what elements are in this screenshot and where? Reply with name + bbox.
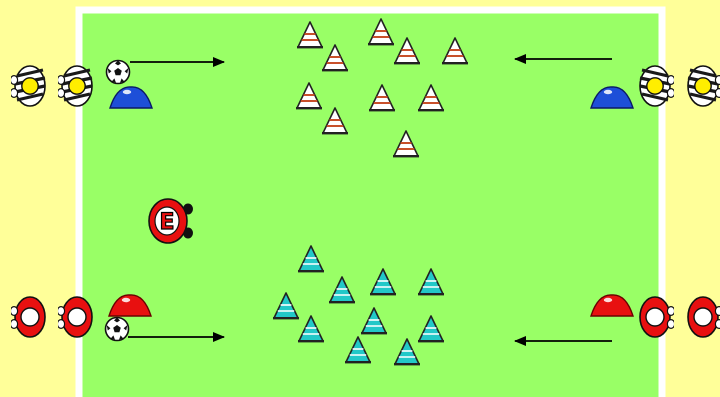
coach-label: E xyxy=(159,210,174,235)
player-striped-icon xyxy=(11,64,47,108)
player-red-icon xyxy=(639,296,674,338)
player-striped-icon xyxy=(686,64,720,108)
player-red-left-1 xyxy=(11,296,46,338)
coach-head-icon xyxy=(154,206,180,236)
player-striped-icon xyxy=(58,64,94,108)
player-red-left-2 xyxy=(58,296,93,338)
player-striped-left-1 xyxy=(11,64,47,108)
soccer-ball-icon xyxy=(105,59,131,85)
player-red-icon xyxy=(687,296,720,338)
soccer-ball-icon xyxy=(104,316,130,342)
player-striped-right-2 xyxy=(686,64,720,108)
player-red-right-1 xyxy=(639,296,674,338)
coach: E xyxy=(148,198,193,244)
player-red-right-2 xyxy=(687,296,720,338)
player-red-icon xyxy=(58,296,93,338)
player-red-icon xyxy=(11,296,46,338)
player-striped-right-1 xyxy=(638,64,674,108)
player-striped-icon xyxy=(638,64,674,108)
player-striped-left-2 xyxy=(58,64,94,108)
